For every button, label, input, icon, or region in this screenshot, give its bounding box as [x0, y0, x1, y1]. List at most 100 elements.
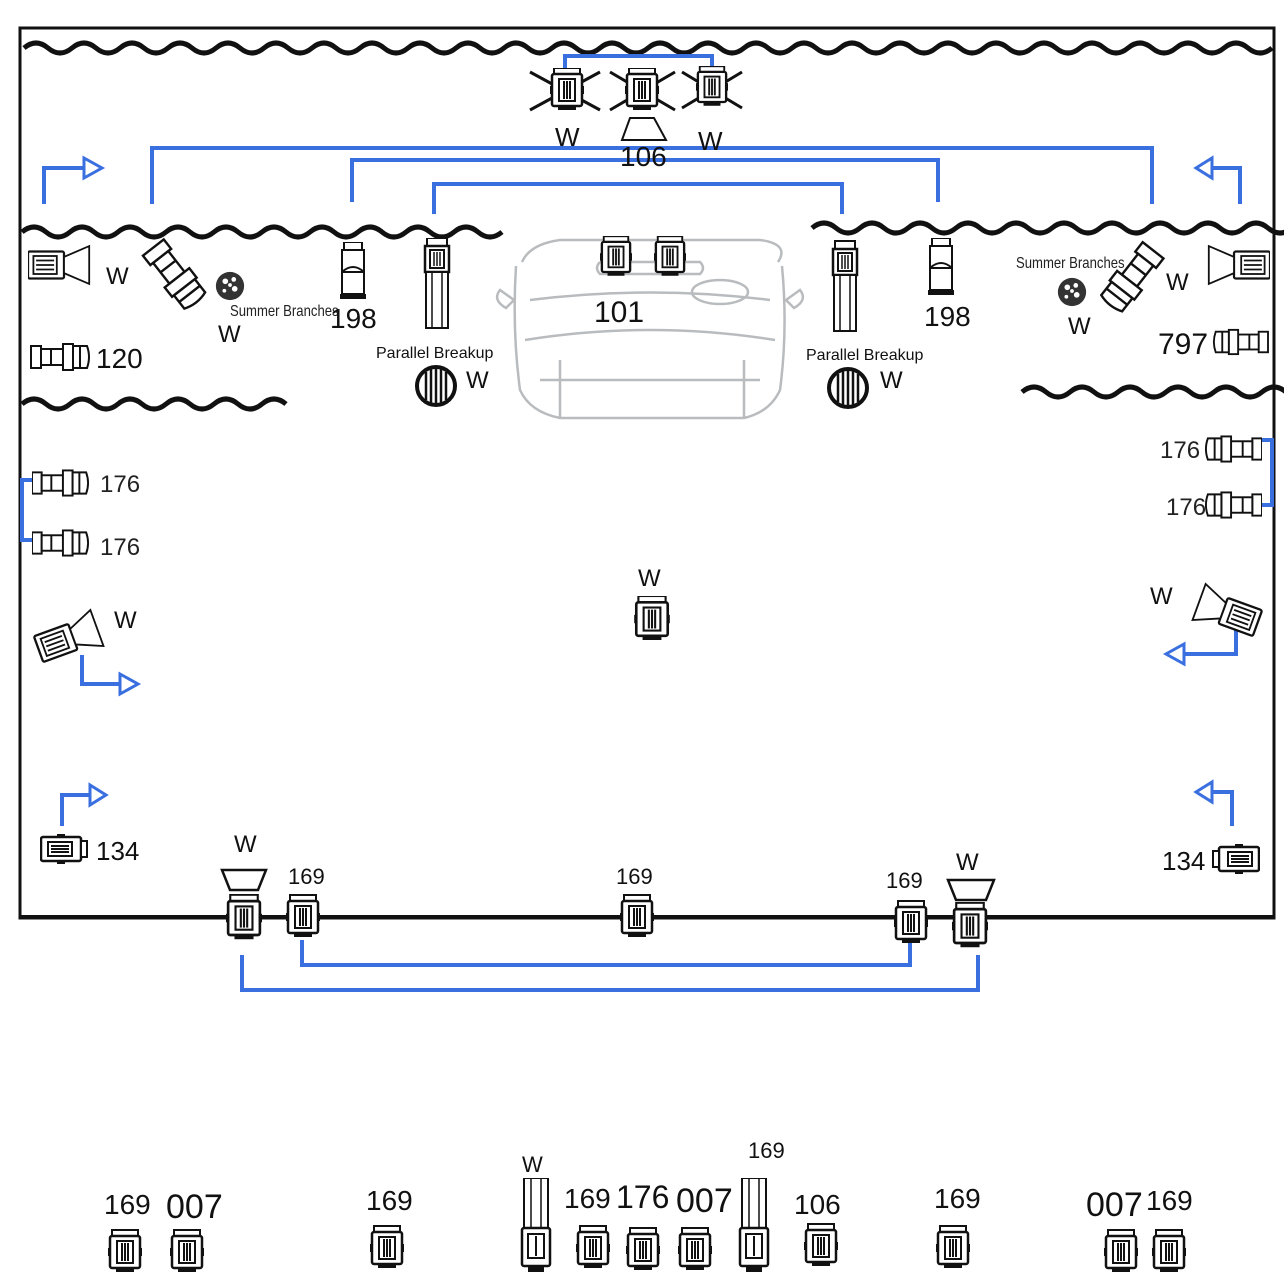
drape-lines [20, 40, 1284, 412]
arrow-bl-head [88, 782, 109, 808]
fixture-134-right [1212, 844, 1260, 874]
car-outline [495, 238, 805, 420]
label-176-left-1: 176 [100, 471, 140, 498]
cable-mid [350, 158, 940, 202]
fixture-right-open-mid [1191, 582, 1266, 643]
inv-label-007-2: 007 [676, 1182, 733, 1220]
inv-fixture-169-1 [108, 1228, 142, 1274]
cable-top [563, 54, 714, 68]
label-198-right: 198 [924, 301, 971, 332]
fixture-breakup-left [423, 238, 451, 330]
top-fixture-left [529, 68, 601, 112]
gobo-left [415, 365, 457, 407]
w-center: W [638, 565, 661, 592]
label-176-left-2: 176 [100, 534, 140, 561]
fixture-truss-right-w [952, 902, 988, 948]
drape-right-lower [1020, 384, 1284, 400]
w-left-open-mid: W [114, 607, 137, 634]
drape-left-lower [20, 396, 288, 412]
car-fixture-right [654, 236, 686, 276]
inventory-row: 169 007 169 W 169 176 007 169 106 169 00… [104, 1138, 1193, 1274]
fixture-169-truss-2 [620, 894, 654, 938]
arrow-tl-head [82, 155, 106, 181]
label-134-right: 134 [1162, 846, 1205, 876]
fixture-797 [1212, 328, 1269, 356]
inv-fixture-007-2 [678, 1226, 712, 1272]
fixture-134-left [40, 834, 88, 864]
summer-branches-gobo-right [1057, 277, 1087, 307]
label-176-right-2: 176 [1166, 494, 1206, 521]
inv-label-169-4: 169 [934, 1183, 981, 1214]
inv-fixture-169-2 [370, 1224, 404, 1270]
cable-inner [432, 182, 844, 214]
fixture-breakup-right [831, 240, 859, 333]
inv-label-169-2: 169 [366, 1185, 413, 1216]
inv-label-176: 176 [616, 1179, 669, 1215]
summer-branches-left: Summer Branches [230, 303, 339, 320]
cable-bottom-inner [300, 940, 912, 967]
inv-label-169-5: 169 [1146, 1185, 1193, 1216]
arrow-ml [80, 655, 128, 686]
inv-label-106: 106 [794, 1189, 841, 1220]
inv-fixture-007-1 [170, 1228, 204, 1274]
label-176-right-1: 176 [1160, 437, 1200, 464]
drape-top [22, 40, 1274, 56]
fixture-120 [30, 342, 91, 372]
arrow-br [1206, 790, 1234, 826]
inv-fixture-007-3 [1104, 1228, 1138, 1274]
drape-right-upper [810, 220, 1284, 236]
w-right-diagonal: W [1166, 269, 1189, 296]
arrow-tl [42, 166, 92, 204]
car-fixture-left [600, 236, 632, 276]
label-parallel-breakup-right: Parallel Breakup [806, 347, 924, 364]
barn-truss-right [946, 878, 996, 902]
fixture-198-right [927, 238, 955, 296]
barn-truss-left [220, 868, 268, 892]
arrow-br-head [1193, 779, 1214, 805]
w-gobo-right: W [880, 367, 903, 394]
label-169-truss-3: 169 [886, 868, 923, 893]
fixture-198-left [339, 242, 367, 300]
summer-branches-gobo-left [215, 271, 245, 301]
label-198-left: 198 [330, 303, 377, 334]
top-fixtures [529, 66, 743, 141]
w-right-open-mid: W [1150, 583, 1173, 610]
inv-fixture-169-4 [936, 1224, 970, 1270]
label-169-truss-2: 169 [616, 864, 653, 889]
arrow-ml-head [118, 671, 142, 697]
label-797: 797 [1158, 328, 1208, 361]
inv-fixture-176 [626, 1226, 660, 1272]
w-gobo-right-branches: W [1068, 313, 1091, 340]
w-gobo-left: W [466, 367, 489, 394]
summer-branches-right: Summer Branches [1016, 255, 1125, 272]
arrow-tr-head [1193, 155, 1214, 181]
fixture-176-left-2 [32, 529, 90, 557]
fixture-left-open [28, 244, 91, 286]
fixture-176-left-1 [32, 469, 90, 497]
inv-fixture-169-tall [738, 1178, 770, 1274]
label-parallel-breakup-left: Parallel Breakup [376, 345, 494, 362]
fixture-169-truss-1 [286, 894, 320, 938]
cable-outer [150, 146, 1154, 204]
label-134-left: 134 [96, 836, 139, 866]
top-label-106: 106 [620, 141, 667, 172]
label-120: 120 [96, 343, 143, 374]
inv-label-007-1: 007 [166, 1188, 223, 1226]
drape-left-upper [20, 224, 504, 240]
fixture-truss-left-w [226, 894, 262, 940]
fixture-right-open [1207, 244, 1270, 286]
cables [20, 54, 1274, 992]
inv-fixture-169-5 [1152, 1228, 1186, 1274]
top-fixture-center [609, 68, 676, 141]
fixture-176-right-2 [1204, 491, 1262, 519]
cable-right-176 [1262, 438, 1274, 507]
fixture-right-diagonal [1096, 239, 1167, 317]
arrow-bl [60, 793, 96, 826]
top-w-right: W [698, 126, 723, 156]
w-truss-left: W [234, 831, 257, 858]
fixture-left-diagonal [139, 236, 210, 314]
car-label-101: 101 [594, 296, 644, 329]
gobo-right [827, 367, 869, 409]
inv-fixture-106 [804, 1222, 838, 1268]
